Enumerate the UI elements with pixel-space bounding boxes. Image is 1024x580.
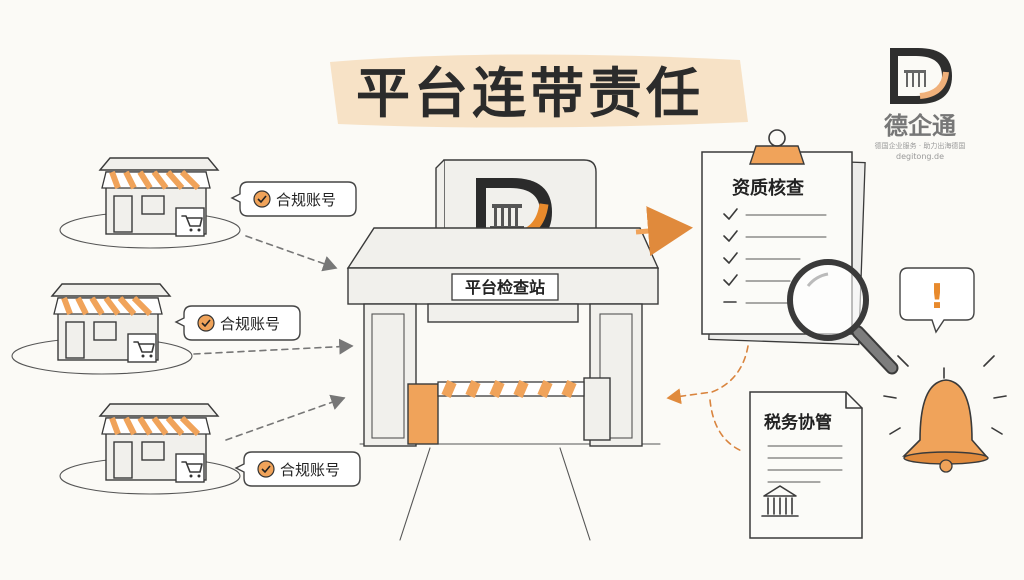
- qualification-checklist: 资质核查: [702, 130, 892, 368]
- cart-icon: [128, 334, 156, 362]
- tax-doc-title: 税务协管: [764, 412, 832, 433]
- magnifier-icon: [790, 262, 892, 368]
- alert-mark: !: [929, 277, 945, 317]
- compliance-chip-1: 合规账号: [232, 182, 356, 216]
- merchant-shop-3: [60, 404, 240, 494]
- gate-mini-icon: [904, 70, 926, 73]
- checklist-title: 资质核查: [732, 177, 804, 199]
- check-circle-icon: [198, 315, 214, 331]
- check-circle-icon: [258, 461, 274, 477]
- cart-icon: [176, 208, 204, 236]
- flow-arrow: [636, 228, 688, 232]
- flow-arrow: [226, 398, 344, 440]
- merchant-shop-2: [12, 284, 192, 374]
- compliance-label: 合规账号: [220, 315, 280, 333]
- compliance-label: 合规账号: [280, 461, 340, 479]
- flow-arrow: [246, 236, 336, 268]
- compliance-chip-3: 合规账号: [236, 452, 360, 486]
- brand-tagline: 德国企业服务 · 助力出海德国: [875, 141, 966, 150]
- check-circle-icon: [254, 191, 270, 207]
- feedback-arrow: [668, 346, 748, 398]
- title-banner: 平台连带责任: [330, 54, 748, 127]
- cart-icon: [176, 454, 204, 482]
- flow-arrow: [194, 346, 352, 354]
- platform-checkpoint: 平台检查站: [348, 160, 660, 540]
- brand-url: degitong.de: [896, 152, 944, 161]
- page-title: 平台连带责任: [356, 62, 704, 125]
- feedback-line: [710, 400, 744, 452]
- compliance-label: 合规账号: [276, 191, 336, 209]
- merchant-shop-1: [60, 158, 240, 248]
- alarm-bell-icon: [884, 356, 1006, 472]
- clipboard-clip: [750, 146, 804, 164]
- alert-bubble: !: [900, 268, 974, 332]
- barrier-post: [408, 384, 438, 444]
- tax-document: 税务协管: [750, 392, 862, 538]
- compliance-chip-2: 合规账号: [176, 306, 300, 340]
- brand-logo: 德企通 德国企业服务 · 助力出海德国 degitong.de: [875, 48, 966, 161]
- checkpoint-label: 平台检查站: [465, 278, 545, 297]
- brand-name: 德企通: [884, 112, 956, 140]
